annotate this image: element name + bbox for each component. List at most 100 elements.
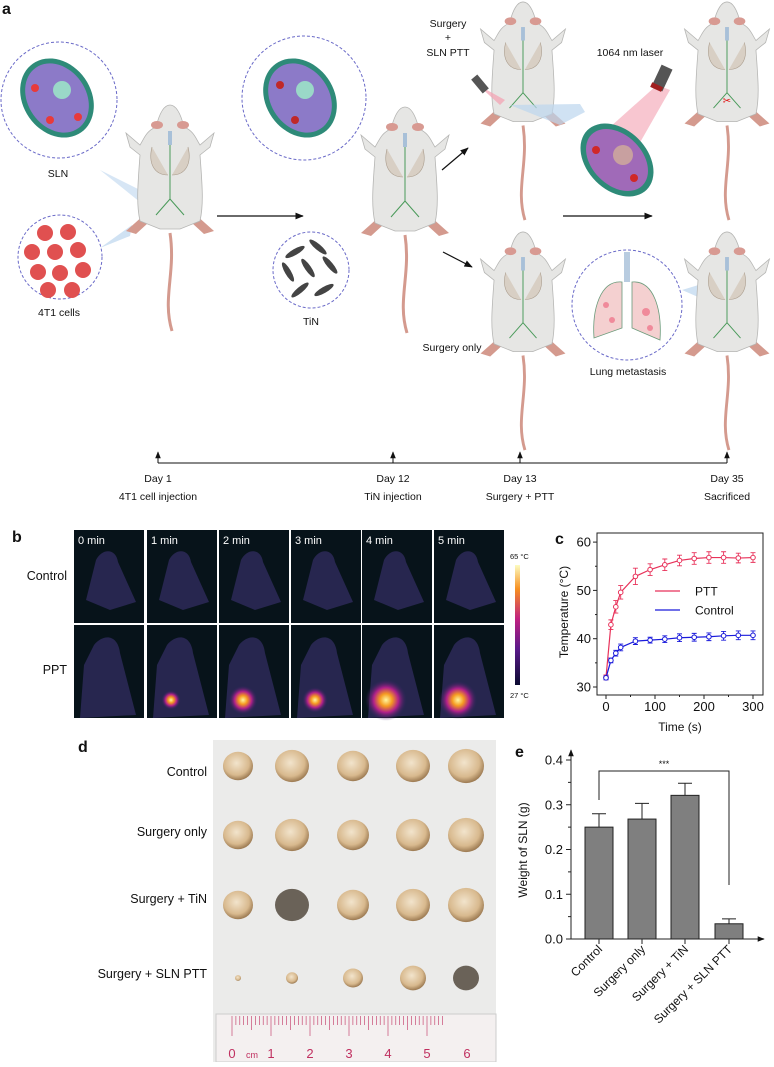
mouse-surgery-only [479,230,567,452]
data-point [750,632,756,639]
lymph-node [337,819,369,851]
y-tick-label: 30 [577,680,591,695]
lymph-node [275,749,309,783]
thermal-image-ptt [74,625,144,718]
x-axis-label: Time (s) [658,720,702,734]
lymph-node [400,965,426,991]
y-axis-label: Temperature (°C) [557,566,571,658]
y-tick-label: 0.2 [545,842,563,857]
bar [714,923,744,940]
data-point [613,650,619,656]
time-label: 0 min [78,535,105,547]
mouse-day12 [359,105,451,335]
data-point [691,634,698,641]
error-bar [592,813,606,828]
x-tick-label: Control [568,942,605,979]
panel-c-label: c [555,531,564,548]
timeline-day: Day 13 [503,473,536,485]
thermal-image-control: 0 min [74,530,144,623]
lymph-node [235,975,241,981]
data-point [647,637,653,643]
y-tick-label: 40 [577,631,591,646]
data-point [720,633,727,639]
row-label: Surgery only [137,825,208,839]
heat-spot [302,687,328,713]
lymph-node [223,751,253,781]
tin-label: TiN [303,316,319,328]
data-point [676,634,683,641]
x-tick-label: 0 [602,699,609,714]
ptt-group-line2: + [445,32,451,44]
lung-label: Lung metastasis [590,366,666,378]
timeline-day: Day 1 [144,473,172,485]
ruler-label: 1 [267,1046,274,1061]
significance-bracket [598,770,730,885]
data-point [632,573,639,580]
lymph-node [396,888,430,922]
data-point [735,555,742,561]
sln-laser-inset [510,104,654,197]
ruler-label: 4 [384,1046,391,1061]
arrow-up-branch [441,147,469,171]
sln-inset [0,41,160,210]
data-point [617,589,624,596]
significance-label: *** [659,759,670,769]
scissors-icon: ✂ [723,96,731,107]
time-label: 1 min [151,535,178,547]
mouse-silhouette [80,637,136,718]
y-tick-label: 60 [577,535,591,550]
sln-label: SLN [48,168,68,180]
y-axis-label-e: Weight of SLN (g) [516,802,530,897]
thermal-image-control: 4 min [362,530,432,623]
mouse-silhouette [303,551,353,610]
ruler-label: cm [246,1050,258,1060]
bar [584,826,614,940]
data-point [647,566,653,573]
mouse-silhouette [374,551,424,610]
mouse-silhouette [159,551,209,610]
bar [670,794,700,940]
panel-a-label: a [2,1,11,18]
lymph-node [223,820,253,850]
tin-inset [272,231,350,309]
lymph-node [396,818,430,852]
mouse-silhouette [446,551,496,610]
mouse-silhouette [86,551,136,610]
bar [627,818,657,940]
surgery-only-label: Surgery only [423,342,483,354]
lymph-node [448,817,484,853]
ruler-label: 0 [228,1046,235,1061]
thermal-image-ptt [291,625,361,718]
heat-spot [365,679,407,721]
timeline-event: 4T1 cell injection [119,491,197,503]
time-label: 2 min [223,535,250,547]
timeline-event: TiN injection [364,491,422,503]
lymph-node [223,890,253,920]
legend-label: PTT [695,585,718,599]
x-tick-label: Surgery + SLN PTT [651,942,736,1027]
data-point [720,554,727,561]
x-tick-label: 100 [644,699,666,714]
tumor-cells-inset [17,214,132,300]
x-tick-label: 200 [693,699,715,714]
lymph-node [337,750,369,782]
error-bar [678,782,692,796]
panel-a: a SLN 4T1 cells [0,0,771,503]
ptt-group-line1: Surgery [430,18,468,30]
lymph-node [275,818,309,852]
legend-label: Control [695,604,734,618]
lung-inset [571,249,705,361]
time-label: 4 min [366,535,393,547]
lymph-node [343,968,363,988]
data-point [662,562,668,568]
thermal-image-control: 1 min [147,530,217,623]
colorbar-min: 27 °C [510,691,529,700]
sln-inset-2 [241,35,367,161]
data-point [676,557,683,564]
y-tick-label: 0.3 [545,797,563,812]
y-tick-label: 0.4 [545,753,563,768]
